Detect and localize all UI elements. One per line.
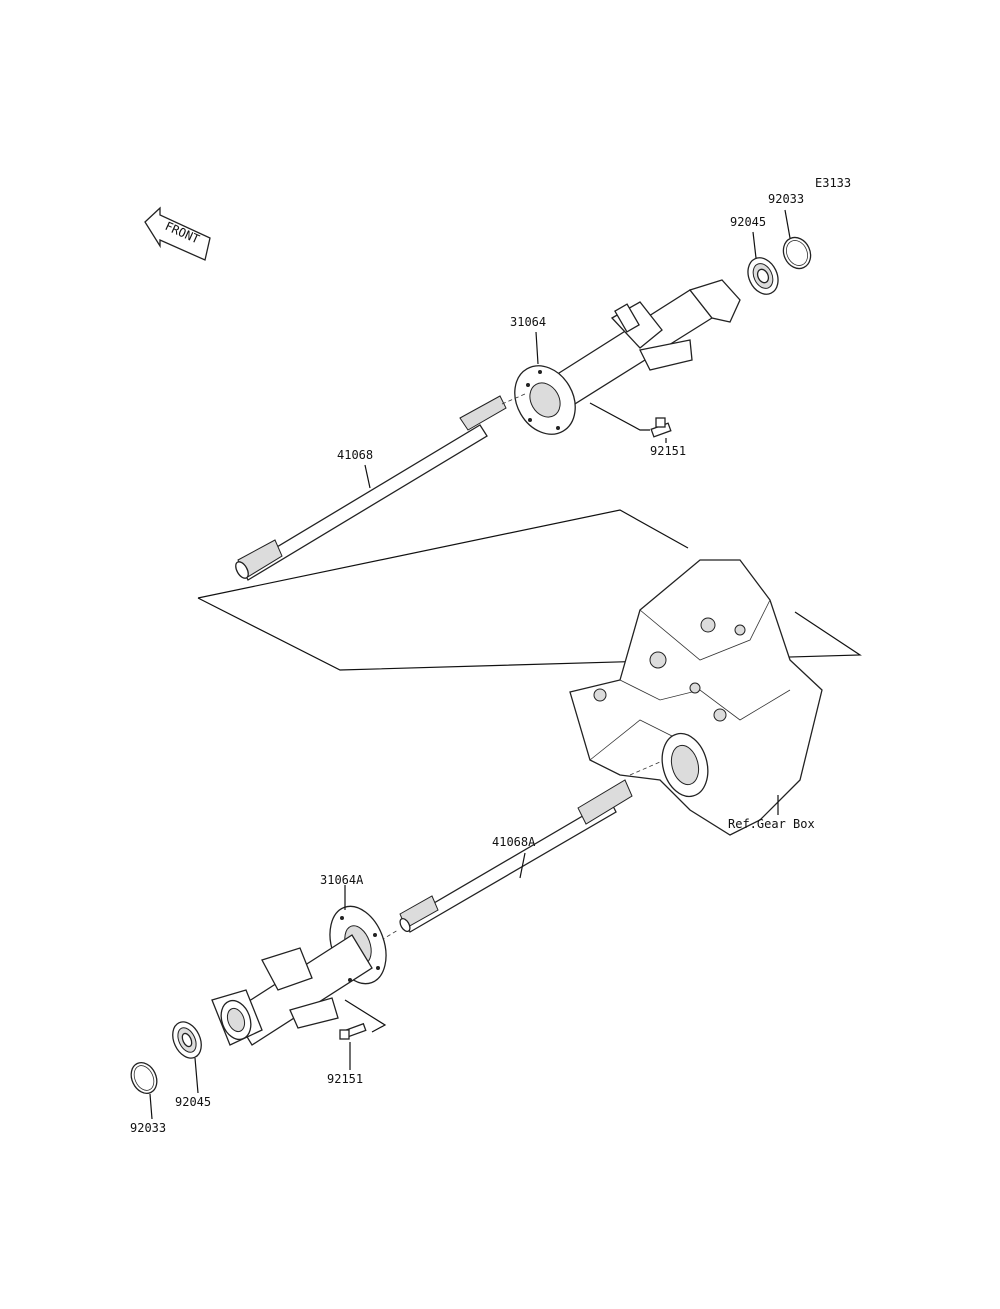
label-shaft-top: 41068 [337, 448, 373, 462]
label-shaft-bottom: 41068A [492, 835, 536, 849]
label-bearing-top: 92045 [730, 215, 766, 229]
reference-brackets [197, 509, 862, 671]
label-bolt-top: 92151 [650, 444, 686, 458]
drive-shaft-bottom [374, 761, 661, 945]
label-bolt-bottom: 92151 [327, 1072, 363, 1086]
diagram-code: E3133 [815, 176, 851, 190]
bearing-top [747, 231, 779, 295]
axle-housing-bottom [211, 885, 387, 1046]
drive-shaft-top [235, 393, 526, 581]
label-bearing-bottom: 92045 [175, 1095, 211, 1109]
bolt-bottom [339, 1022, 367, 1070]
snap-ring-top [782, 209, 812, 270]
label-ring-top: 92033 [768, 192, 804, 206]
snap-ring-bottom [130, 1061, 158, 1120]
label-housing-bottom: 31064A [320, 873, 364, 887]
bearing-bottom [172, 1021, 202, 1094]
axle-housing-top [514, 279, 741, 435]
label-gearbox: Ref.Gear Box [728, 817, 815, 831]
front-arrow-icon: FRONT [144, 206, 211, 261]
label-ring-bottom: 92033 [130, 1121, 166, 1135]
bolt-top [589, 402, 672, 443]
label-housing-top: 31064 [510, 315, 546, 329]
gearbox [569, 559, 823, 836]
